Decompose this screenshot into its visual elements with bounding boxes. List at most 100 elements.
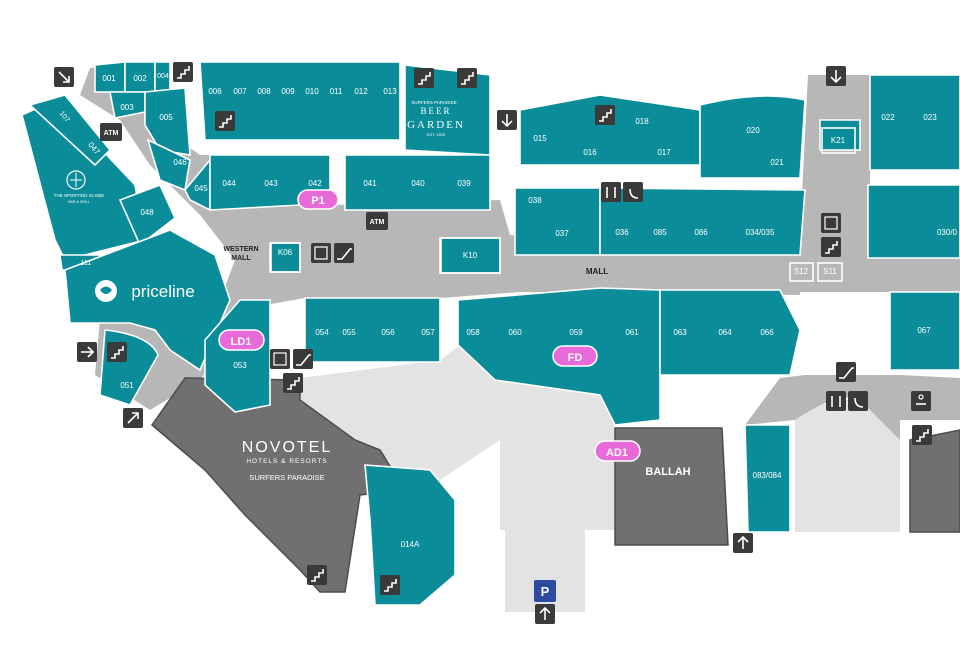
east-lobby: [745, 375, 960, 440]
novotel-logo: NOVOTEL HOTELS & RESORTS SURFERS PARADIS…: [242, 439, 332, 482]
label-111: 111: [81, 260, 92, 267]
ballah-building: [614, 427, 729, 546]
label-057: 057: [421, 328, 435, 337]
mall-label: MALL: [586, 267, 608, 276]
accessible-toilet-icon: [848, 391, 868, 411]
map-text: FD: [568, 352, 583, 364]
label-002: 002: [133, 74, 147, 83]
label-s11: S11: [823, 267, 837, 276]
label-041: 041: [363, 179, 377, 188]
label-001: 001: [102, 74, 116, 83]
label-005: 005: [159, 113, 173, 122]
entry-arrow-icon: [535, 604, 555, 624]
label-s12: S12: [794, 267, 809, 276]
map-text: P1: [311, 195, 324, 207]
lift-icon: [270, 349, 290, 369]
label-004: 004: [157, 73, 169, 80]
label-023: 023: [923, 113, 937, 122]
label-016: 016: [583, 148, 597, 157]
stairs-icon: [457, 68, 477, 88]
entry-arrow-icon: [54, 67, 74, 87]
east-building: [909, 429, 960, 533]
atm-icon: ATM: [100, 123, 122, 141]
label-013: 013: [383, 87, 397, 96]
label-020: 020: [746, 126, 760, 135]
label-045: 045: [194, 184, 208, 193]
label-054: 054: [315, 328, 329, 337]
label-039: 039: [457, 179, 471, 188]
label-k10: K10: [463, 251, 478, 260]
label-046: 046: [173, 158, 187, 167]
label-058: 058: [466, 328, 480, 337]
map-text: AD1: [606, 447, 628, 459]
kiosk-outlines: [270, 127, 862, 358]
label-055: 055: [342, 328, 356, 337]
label-061: 061: [625, 328, 639, 337]
stairs-icon: [215, 111, 235, 131]
map-text: SURFERS PARADISE: [411, 100, 456, 105]
atm-icon: ATM: [366, 212, 388, 230]
label-030: 030/0: [937, 228, 958, 237]
label-048: 048: [140, 208, 154, 217]
stairs-icon: [173, 62, 193, 82]
label-018: 018: [635, 117, 649, 126]
label-067: 067: [917, 326, 931, 335]
novotel-location: SURFERS PARADISE: [249, 473, 324, 482]
kiosk-pill-ld1[interactable]: LD1: [218, 329, 265, 351]
map-text: GARDEN: [407, 119, 465, 131]
novotel-tagline: HOTELS & RESORTS: [246, 458, 327, 465]
parking-icon[interactable]: P: [534, 580, 556, 602]
novotel-wordmark: NOVOTEL: [242, 439, 332, 456]
toilets-icon: [601, 182, 621, 202]
label-008: 008: [257, 87, 271, 96]
label-021: 021: [770, 158, 784, 167]
map-text: LD1: [231, 336, 252, 348]
accessible-toilet-icon: [623, 182, 643, 202]
label-085: 085: [653, 228, 667, 237]
label-063: 063: [673, 328, 687, 337]
label-036: 036: [615, 228, 629, 237]
shop-labels: 001 002 004 003 005 006 007 008 009 010 …: [58, 73, 958, 549]
entry-arrow-icon: [123, 408, 143, 428]
map-text: ATM: [370, 219, 385, 226]
label-010: 010: [305, 87, 319, 96]
label-015: 015: [533, 134, 547, 143]
label-066: 066: [760, 328, 774, 337]
kiosk-pill-p1[interactable]: P1: [297, 189, 339, 210]
label-009: 009: [281, 87, 295, 96]
label-044: 044: [222, 179, 236, 188]
east-courtyard: [795, 400, 900, 532]
lift-icon: [821, 213, 841, 233]
kiosk-pill-ad1[interactable]: AD1: [594, 440, 641, 462]
map-text: BEER: [420, 106, 451, 116]
label-038: 038: [528, 196, 542, 205]
label-022: 022: [881, 113, 895, 122]
stairs-icon: [821, 237, 841, 257]
label-042: 042: [308, 179, 322, 188]
label-k21: K21: [831, 136, 846, 145]
label-056: 056: [381, 328, 395, 337]
priceline-wordmark: priceline: [131, 282, 194, 301]
ballah-label: BALLAH: [645, 466, 690, 478]
entry-arrow-icon: [733, 533, 753, 553]
label-011: 011: [330, 87, 343, 96]
kiosk-pill-fd[interactable]: FD: [552, 345, 598, 367]
label-051: 051: [120, 381, 134, 390]
stairs-icon: [595, 105, 615, 125]
label-037: 037: [555, 229, 569, 238]
label-012: 012: [354, 87, 368, 96]
escalator-icon: [836, 362, 856, 382]
label-053: 053: [233, 361, 247, 370]
stairs-icon: [380, 575, 400, 595]
stairs-icon: [107, 342, 127, 362]
priceline-logo: priceline: [95, 280, 195, 302]
label-k07: K07: [842, 345, 857, 354]
label-017: 017: [657, 148, 671, 157]
entry-arrow-icon: [826, 66, 846, 86]
car-park-ramp: [505, 425, 585, 612]
label-034: 034/035: [746, 228, 775, 237]
label-040: 040: [411, 179, 425, 188]
label-059: 059: [569, 328, 583, 337]
